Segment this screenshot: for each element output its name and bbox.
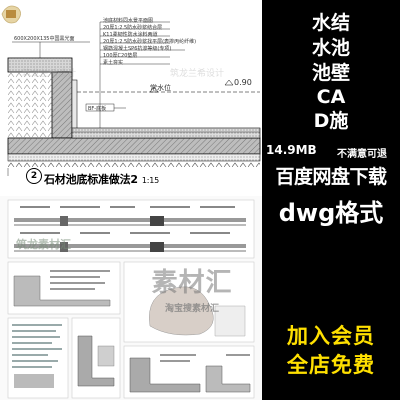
promo-panel: 水结 水池 池壁 CA D施 14.9MB 不满意可退 百度网盘下载 dwg格式…: [262, 0, 400, 400]
watermark-brand-name: 素材汇: [151, 268, 233, 298]
layer-label: 池底材料同水景平面图: [103, 18, 154, 24]
drawing-sheets-collage: [0, 196, 262, 400]
cad-drawing-area: 池底材料同水景平面图 20厚1:2.5防水砂浆结合层 K11柔韧性防水涂料两道 …: [0, 0, 262, 400]
watermark-brand-sub: 淘宝搜素材汇: [164, 304, 219, 314]
detail-scale: 1:15: [141, 176, 160, 185]
refund-note: 不满意可退: [337, 149, 387, 160]
watermark-brand: 素材汇 淘宝搜素材汇: [122, 262, 262, 314]
layer-label: 100厚C20垫层: [103, 53, 138, 59]
logo-mark: [1, 5, 21, 24]
elevation-label: 0.90: [234, 78, 252, 87]
layer-label: K11柔韧性防水涂料两道: [103, 32, 158, 38]
panel-title-line: CA: [316, 86, 346, 108]
vip-line-1: 加入会员: [287, 324, 375, 348]
layer-label: 素土夯实: [103, 60, 124, 66]
water-level-label: 常水位: [150, 84, 171, 92]
slab-label: BF-底板: [88, 106, 107, 112]
layer-label: 20厚1:2.5防水砂浆找平层(表掺丙纶纤维): [103, 39, 197, 45]
watermark-left: 筑龙素材汇: [16, 238, 71, 251]
vip-line-2: 全店免费: [287, 353, 375, 377]
file-size: 14.9MB: [266, 143, 317, 157]
watermark-text: 筑龙兰希设计: [22, 69, 77, 79]
section-drawing: [1, 5, 261, 176]
pool-bottom-detail: 池底材料同水景平面图 20厚1:2.5防水砂浆结合层 K11柔韧性防水涂料两道 …: [0, 0, 262, 196]
detail-number-circle: 2: [26, 168, 42, 184]
top-dimension-label: 600X200X135中国黑光面: [14, 36, 75, 42]
format-note: dwg格式: [278, 199, 384, 227]
panel-title-line: 池壁: [311, 62, 350, 84]
panel-title-line: 水池: [311, 37, 350, 59]
panel-title-line: 水结: [311, 12, 350, 34]
layer-label: 钢筋混凝土SP6抗渗等级(专项): [103, 46, 172, 52]
sheet-thumbnails: [7, 199, 255, 399]
watermark-text: 筑龙兰希设计: [170, 69, 225, 79]
detail-title-num: 2: [130, 173, 138, 186]
layer-label: 20厚1:2.5防水砂浆结合层: [103, 25, 163, 31]
panel-title-line: D施: [313, 110, 349, 132]
detail-title-text: 石材池底标准做法: [44, 173, 131, 186]
download-note: 百度网盘下载: [275, 166, 387, 188]
